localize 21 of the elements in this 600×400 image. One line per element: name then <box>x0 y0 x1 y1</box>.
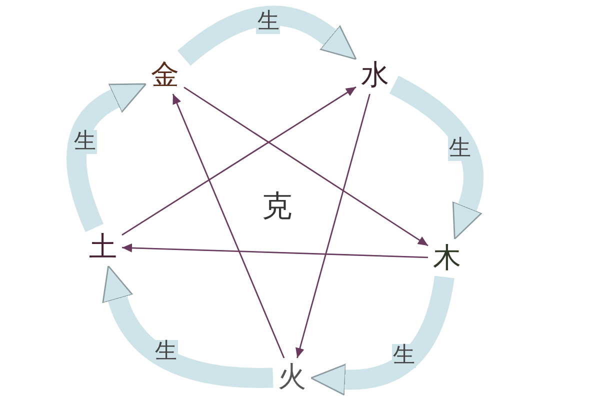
edge-label: 生 <box>392 344 416 368</box>
arrow <box>184 86 428 246</box>
block-arrow <box>310 275 454 396</box>
arrow <box>172 94 285 358</box>
element-character: 土 <box>85 229 121 265</box>
edge-label: 生 <box>154 340 178 364</box>
center-label: 克 <box>261 191 293 223</box>
edge-label: 生 <box>448 137 472 162</box>
block-arrow <box>178 6 358 66</box>
block-arrow <box>66 81 146 232</box>
block-arrow <box>389 76 484 240</box>
edge-label: 生 <box>256 10 280 34</box>
block-arrow <box>102 266 274 388</box>
arrow <box>296 94 370 358</box>
element-character: 火 <box>274 359 310 395</box>
arrow <box>122 243 428 258</box>
element-character: 水 <box>357 57 393 93</box>
element-character: 金 <box>147 57 183 93</box>
element-character: 木 <box>429 240 465 276</box>
edge-label: 生 <box>73 130 98 154</box>
arrow <box>122 86 356 236</box>
